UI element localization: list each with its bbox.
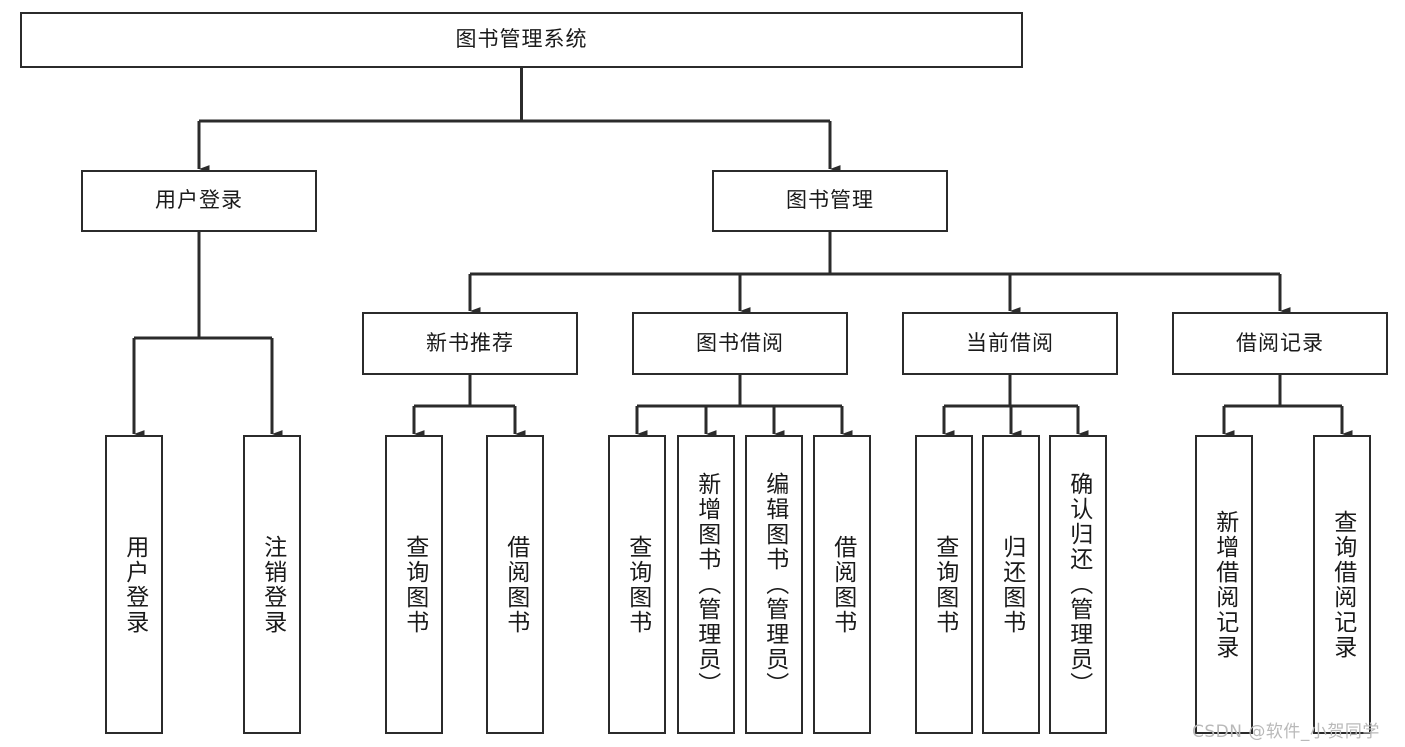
node-leaf-query-record[interactable]: 查询借阅记录 [1313,435,1371,734]
node-leaf-user-logout[interactable]: 注销登录 [243,435,301,734]
node-label: 用户登录 [121,534,148,635]
node-label: 查询图书 [624,534,651,635]
node-leaf-user-login[interactable]: 用户登录 [105,435,163,734]
node-user-login[interactable]: 用户登录 [81,170,317,232]
node-leaf-return-book[interactable]: 归还图书 [982,435,1040,734]
node-label: 图书管理系统 [455,27,588,52]
node-leaf-borrow-book-2[interactable]: 借阅图书 [813,435,871,734]
node-leaf-query-book-1[interactable]: 查询图书 [385,435,443,734]
node-book-borrow[interactable]: 图书借阅 [632,312,848,375]
node-label: 编辑图书（管理员） [761,472,788,697]
node-leaf-add-book[interactable]: 新增图书（管理员） [677,435,735,734]
node-label: 借阅记录 [1236,330,1324,355]
node-label: 图书借阅 [696,330,784,355]
node-leaf-confirm-return[interactable]: 确认归还（管理员） [1049,435,1107,734]
node-borrow-record[interactable]: 借阅记录 [1172,312,1388,375]
node-leaf-edit-book[interactable]: 编辑图书（管理员） [745,435,803,734]
node-label: 新增借阅记录 [1211,509,1238,660]
node-new-book-recommend[interactable]: 新书推荐 [362,312,578,375]
node-label: 借阅图书 [502,534,529,635]
node-leaf-query-book-2[interactable]: 查询图书 [608,435,666,734]
csdn-watermark: CSDN @软件_小贺同学 [1192,722,1380,742]
node-leaf-query-book-3[interactable]: 查询图书 [915,435,973,734]
node-label: 借阅图书 [829,534,856,635]
node-root[interactable]: 图书管理系统 [20,12,1023,68]
node-leaf-borrow-book-1[interactable]: 借阅图书 [486,435,544,734]
node-label: 新增图书（管理员） [693,472,720,697]
node-label: 查询图书 [931,534,958,635]
node-label: 查询图书 [401,534,428,635]
node-label: 查询借阅记录 [1329,509,1356,660]
node-label: 注销登录 [259,534,286,635]
node-leaf-add-record[interactable]: 新增借阅记录 [1195,435,1253,734]
node-label: 当前借阅 [966,330,1054,355]
node-label: 用户登录 [155,188,243,213]
node-label: 归还图书 [998,534,1025,635]
node-label: 确认归还（管理员） [1065,472,1092,697]
node-book-manage[interactable]: 图书管理 [712,170,948,232]
node-label: 新书推荐 [426,330,514,355]
node-current-borrow[interactable]: 当前借阅 [902,312,1118,375]
node-label: 图书管理 [786,188,874,213]
